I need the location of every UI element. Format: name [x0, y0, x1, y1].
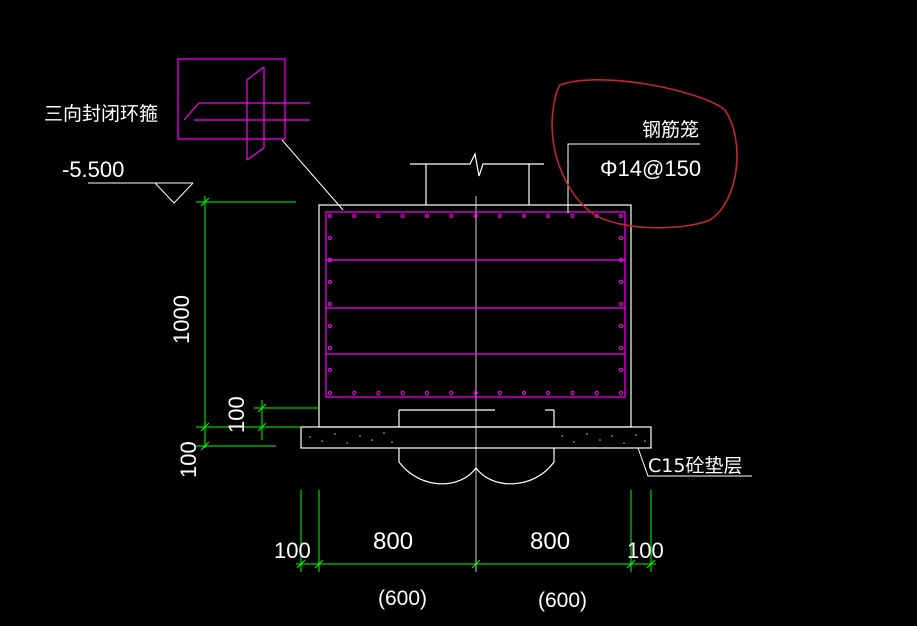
cushion-pile-gap [399, 428, 554, 447]
rebar-dot [618, 301, 624, 307]
rebar-dot [497, 390, 502, 396]
dim-h-tick-1 [296, 559, 306, 569]
rebar-dot [618, 323, 624, 329]
rebar-dot [376, 213, 381, 219]
dim-width-left-alt: (600) [378, 587, 427, 610]
elevation-triangle-icon [154, 182, 194, 204]
dim-height-total: 1000 [169, 295, 194, 344]
vertical-dimensions [196, 196, 320, 451]
rebar-dot [327, 235, 333, 241]
rebar-dot [618, 367, 624, 373]
elevation-label: -5.500 [62, 157, 124, 182]
rebar-dot [327, 390, 333, 396]
rebar-dot [521, 213, 527, 219]
rebar-cage [325, 211, 626, 398]
stirrup-note: 三向封闭环箍 [44, 103, 158, 125]
rebar-dot [497, 213, 502, 219]
rebar-dot [327, 279, 333, 285]
stirrup-leader-line [281, 139, 344, 211]
cushion-hatch [309, 432, 646, 444]
rebar-dot [521, 390, 527, 396]
footing-body [318, 204, 632, 428]
rebar-dot [618, 235, 624, 241]
rebar-dot [618, 213, 624, 219]
rebar-dot [618, 257, 624, 263]
rebar-dot [473, 213, 478, 219]
rebar-dot [376, 390, 381, 396]
stirrup-detail [177, 58, 310, 161]
rebar-dot [570, 390, 575, 396]
elevation-marker [88, 182, 194, 204]
dim-width-left-edge: 100 [274, 538, 311, 563]
rebar-dot [400, 213, 405, 219]
rebar-dots [327, 213, 624, 396]
rebar-dot [594, 390, 599, 396]
dim-width-right-alt: (600) [538, 589, 587, 612]
rebar-dot [327, 367, 333, 373]
dim-h-tick-3 [471, 559, 481, 569]
rebar-dot [618, 390, 624, 396]
rebar-dot [327, 345, 333, 351]
rebar-dot [546, 213, 551, 219]
rebar-dot [327, 257, 333, 263]
dim-h-tick-5 [646, 559, 656, 569]
dim-v-tick-4 [257, 403, 267, 413]
annotation-circle [551, 79, 738, 229]
dim-height-inner: 100 [224, 396, 249, 433]
rebar-dot [352, 390, 357, 396]
dim-width-right-edge: 100 [627, 538, 664, 563]
rebar-dot [400, 390, 405, 396]
dim-width-left: 800 [373, 528, 413, 555]
rebar-dot [546, 390, 551, 396]
stirrup-bar-skew3 [246, 147, 265, 161]
dim-h-tick-2 [314, 559, 324, 569]
stirrup-bar-skew [183, 102, 200, 121]
rebar-cage-frame [325, 211, 626, 398]
rebar-dot [618, 345, 624, 351]
dim-v-tick-2 [200, 422, 210, 432]
rebar-dot [424, 390, 430, 396]
cushion-label: C15砼垫层 [648, 455, 742, 477]
rebar-dot [618, 279, 624, 285]
stirrup-detail-frame [177, 58, 286, 140]
rebar-dot [570, 213, 575, 219]
rebar-dot [327, 301, 333, 307]
rebar-dot [327, 213, 333, 219]
stirrup-bar-skew2 [246, 66, 265, 81]
horizontal-dimensions [296, 490, 656, 572]
rebar-dot [473, 390, 478, 396]
dim-v-tick-5 [257, 422, 267, 432]
rebar-dot [449, 213, 454, 219]
cage-leader-line [567, 143, 700, 213]
rebar-dot [352, 213, 357, 219]
rebar-spec: Φ14@150 [600, 156, 701, 181]
pile-break-curve [398, 461, 555, 485]
rebar-dot [449, 390, 454, 396]
rebar-dot [424, 213, 430, 219]
rebar-dot [327, 323, 333, 329]
dim-v-tick-3 [200, 441, 210, 451]
column-break-line [410, 152, 544, 177]
dim-width-right: 800 [530, 528, 570, 555]
cushion-leader-line [637, 447, 752, 477]
dim-height-cushion: 100 [176, 441, 201, 478]
dim-v-tick-1 [200, 197, 210, 207]
cage-label: 钢筋笼 [642, 119, 699, 141]
dim-h-tick-4 [626, 559, 636, 569]
